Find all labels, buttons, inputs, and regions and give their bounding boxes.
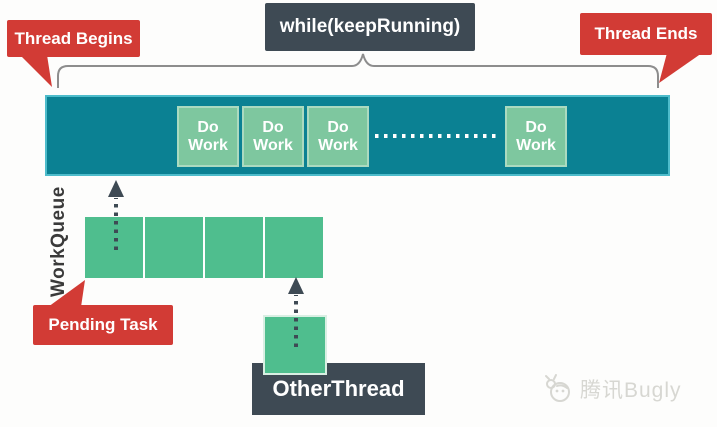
thread-begins-text: Thread Begins (14, 28, 133, 48)
dequeue-arrow-head (108, 180, 124, 197)
do-work-box-4: Do Work (505, 106, 567, 167)
do-work-label: Do Work (516, 118, 556, 154)
while-keep-running-label: while(keepRunning) (265, 3, 475, 51)
bug-icon (545, 374, 570, 402)
thread-begins-callout: Thread Begins (7, 20, 140, 57)
queue-cell-4 (265, 217, 323, 278)
pending-task-text: Pending Task (48, 315, 158, 334)
do-work-box-1: Do Work (177, 106, 239, 167)
watermark: 腾讯Bugly (543, 373, 682, 405)
other-thread-text: OtherThread (272, 376, 405, 401)
posted-task-box (263, 315, 327, 375)
pending-task-callout: Pending Task (33, 305, 173, 345)
queue-cell-3 (205, 217, 265, 278)
do-work-box-2: Do Work (242, 106, 304, 167)
workqueue-axis-label: WorkQueue (48, 186, 69, 297)
thread-begins-tail (20, 55, 52, 87)
thread-ends-callout: Thread Ends (580, 13, 712, 55)
do-work-box-3: Do Work (307, 106, 369, 167)
queue-cell-2 (145, 217, 205, 278)
thread-ends-text: Thread Ends (594, 24, 698, 43)
do-work-label: Do Work (188, 118, 228, 154)
while-keep-running-text: while(keepRunning) (279, 16, 461, 37)
queue-cell-1 (85, 217, 145, 278)
do-work-label: Do Work (318, 118, 358, 154)
do-work-label: Do Work (253, 118, 293, 154)
span-brace (57, 53, 659, 88)
thread-ends-tail (659, 53, 702, 83)
enqueue-arrow-head (288, 277, 304, 294)
work-queue (85, 217, 323, 278)
watermark-text: 腾讯Bugly (580, 379, 682, 402)
